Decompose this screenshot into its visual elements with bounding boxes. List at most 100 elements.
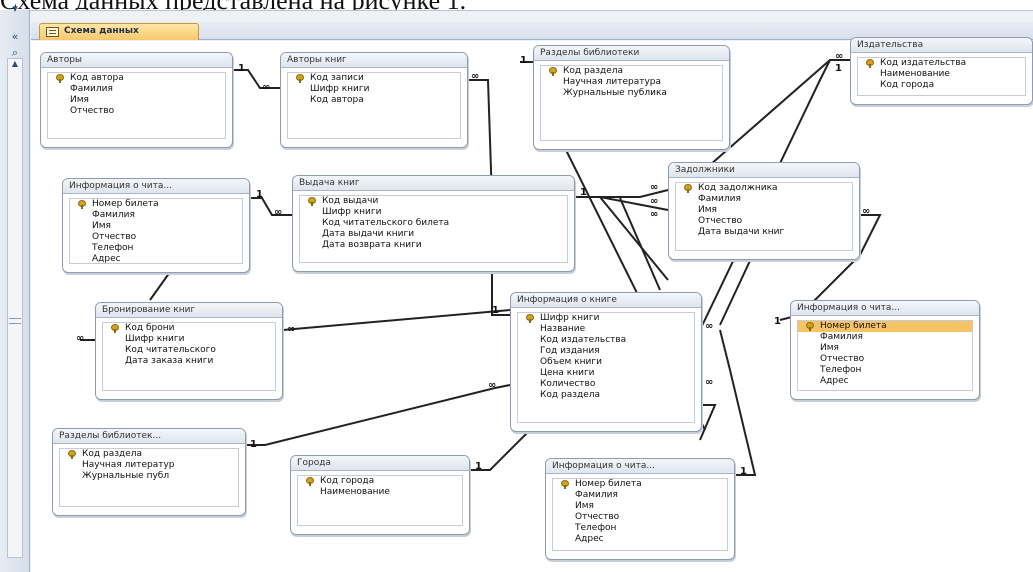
field-item[interactable]: Шифр книги (322, 207, 382, 217)
table-informaciya-o-chitatele-2[interactable]: Информация о чита... Номер билета Фамили… (790, 300, 980, 400)
primary-key-icon (306, 477, 314, 486)
table-title[interactable]: Разделы библиотеки (534, 46, 729, 61)
field-item[interactable]: Дата выдачи книг (698, 227, 785, 237)
field-item-primary-key[interactable]: Код записи (288, 73, 460, 84)
table-avtory[interactable]: Авторы Код автора Фамилия Имя Отчество (40, 52, 233, 148)
field-item[interactable]: Фамилия (92, 210, 135, 220)
search-icon[interactable]: ⌕ (11, 46, 19, 59)
field-item[interactable]: Код читательского (125, 345, 216, 355)
table-title[interactable]: Информация о чита... (791, 301, 979, 316)
field-item[interactable]: Год издания (540, 346, 600, 356)
table-vydacha-knig[interactable]: Выдача книг Код выдачи Шифр книги Код чи… (292, 175, 575, 272)
field-item-primary-key[interactable]: Шифр книги (518, 313, 694, 324)
field-item[interactable]: Код города (880, 80, 935, 90)
relationship-many-label: ∞ (650, 182, 659, 193)
field-item[interactable]: Отчество (575, 512, 620, 522)
field-item[interactable]: Адрес (575, 534, 604, 544)
field-list: Код записи Шифр книги Код автора (287, 72, 461, 139)
field-item[interactable]: Дата возврата книги (322, 240, 422, 250)
table-informaciya-o-knige[interactable]: Информация о книге Шифр книги Название К… (510, 292, 702, 432)
field-item[interactable]: Имя (575, 501, 594, 511)
primary-key-icon (684, 184, 692, 193)
field-item[interactable]: Фамилия (70, 84, 113, 94)
field-item[interactable]: Научная литература (563, 77, 662, 87)
field-item[interactable]: Наименование (880, 69, 950, 79)
field-item[interactable]: Объем книги (540, 357, 602, 367)
table-title[interactable]: Города (291, 456, 469, 471)
field-item[interactable]: Отчество (820, 354, 865, 364)
field-item[interactable]: Отчество (698, 216, 743, 226)
menu-arrow-icon[interactable]: ▾ (12, 2, 18, 15)
field-item[interactable]: Код раздела (540, 390, 601, 400)
tab-relationships[interactable]: Схема данных (39, 23, 199, 40)
field-item[interactable]: Код автора (310, 95, 364, 105)
field-item[interactable]: Фамилия (820, 332, 863, 342)
table-razdely-biblioteki[interactable]: Разделы библиотеки Код раздела Научная л… (533, 45, 730, 150)
table-title[interactable]: Задолжники (669, 163, 859, 178)
field-list: Код города Наименование (297, 475, 463, 526)
table-title[interactable]: Информация о книге (511, 293, 701, 308)
table-title[interactable]: Выдача книг (293, 176, 574, 191)
table-bronirovanie-knig[interactable]: Бронирование книг Код брони Шифр книги К… (95, 302, 283, 400)
field-item[interactable]: Отчество (70, 106, 115, 116)
table-razdely-biblioteki-2[interactable]: Разделы библиотек... Код раздела Научная… (52, 428, 246, 516)
field-item[interactable]: Имя (70, 95, 89, 105)
field-item[interactable]: Код издательства (540, 335, 627, 345)
field-item[interactable]: Наименование (320, 487, 390, 497)
collapse-pane-button[interactable]: « (11, 30, 19, 43)
table-izdatelstva[interactable]: Издательства Код издательства Наименован… (850, 37, 1033, 105)
field-item[interactable]: Дата заказа книги (125, 356, 214, 366)
field-item[interactable]: Журнальные публика (563, 88, 667, 98)
field-item[interactable]: Телефон (92, 243, 134, 253)
field-item-primary-key[interactable]: Код города (298, 476, 462, 487)
field-item[interactable]: Фамилия (575, 490, 618, 500)
field-item-primary-key[interactable]: Код выдачи (300, 196, 567, 207)
field-list: Код автора Фамилия Имя Отчество (47, 72, 226, 139)
field-item[interactable]: Отчество (92, 232, 137, 242)
table-title[interactable]: Бронирование книг (96, 303, 282, 318)
field-list: Номер билета Фамилия Имя Отчество Телефо… (552, 478, 728, 551)
field-item-primary-key[interactable]: Код раздела (60, 449, 238, 460)
field-item[interactable]: Шифр книги (310, 84, 370, 94)
table-title[interactable]: Авторы книг (281, 53, 467, 68)
table-title[interactable]: Информация о чита... (546, 459, 734, 474)
field-item[interactable]: Имя (698, 205, 717, 215)
field-item-primary-key[interactable]: Код задолжника (676, 183, 852, 194)
table-zadolzhniki[interactable]: Задолжники Код задолжника Фамилия Имя От… (668, 162, 860, 260)
field-item[interactable]: Журнальные публ (82, 471, 170, 481)
primary-key-icon (78, 200, 86, 209)
field-item[interactable]: Научная литератур (82, 460, 175, 470)
field-item[interactable]: Телефон (820, 365, 862, 375)
nav-scrollbar[interactable] (7, 58, 23, 558)
field-item-primary-key-selected[interactable]: Номер билета (798, 321, 972, 332)
pane-resize-grip-icon[interactable] (9, 318, 21, 324)
field-item-primary-key[interactable]: Код раздела (541, 66, 722, 77)
field-item-primary-key[interactable]: Код автора (48, 73, 225, 84)
field-item[interactable]: Фамилия (698, 194, 741, 204)
table-title[interactable]: Разделы библиотек... (53, 429, 245, 444)
table-title[interactable]: Авторы (41, 53, 232, 68)
field-item-primary-key[interactable]: Код издательства (858, 58, 1025, 69)
field-item[interactable]: Имя (92, 221, 111, 231)
field-item[interactable]: Имя (820, 343, 839, 353)
table-title[interactable]: Информация о чита... (63, 179, 249, 194)
field-item[interactable]: Дата выдачи книги (322, 229, 415, 239)
field-item-primary-key[interactable]: Номер билета (70, 199, 242, 210)
table-informaciya-o-chitatele[interactable]: Информация о чита... Номер билета Фамили… (62, 178, 250, 273)
field-item[interactable]: Адрес (92, 254, 121, 264)
scroll-up-arrow-icon[interactable]: ▲ (11, 59, 19, 68)
field-item[interactable]: Адрес (820, 376, 849, 386)
table-title[interactable]: Издательства (851, 38, 1032, 53)
field-item[interactable]: Код читательского билета (322, 218, 450, 228)
table-avtory-knig[interactable]: Авторы книг Код записи Шифр книги Код ав… (280, 52, 468, 148)
field-item-primary-key[interactable]: Номер билета (553, 479, 727, 490)
field-item[interactable]: Название (540, 324, 586, 334)
table-informaciya-o-chitatele-3[interactable]: Информация о чита... Номер билета Фамили… (545, 458, 735, 560)
field-list: Код брони Шифр книги Код читательского Д… (102, 322, 276, 391)
field-item[interactable]: Количество (540, 379, 596, 389)
field-item-primary-key[interactable]: Код брони (103, 323, 275, 334)
field-item[interactable]: Цена книги (540, 368, 595, 378)
table-goroda[interactable]: Города Код города Наименование (290, 455, 470, 535)
field-item[interactable]: Телефон (575, 523, 617, 533)
field-item[interactable]: Шифр книги (125, 334, 185, 344)
